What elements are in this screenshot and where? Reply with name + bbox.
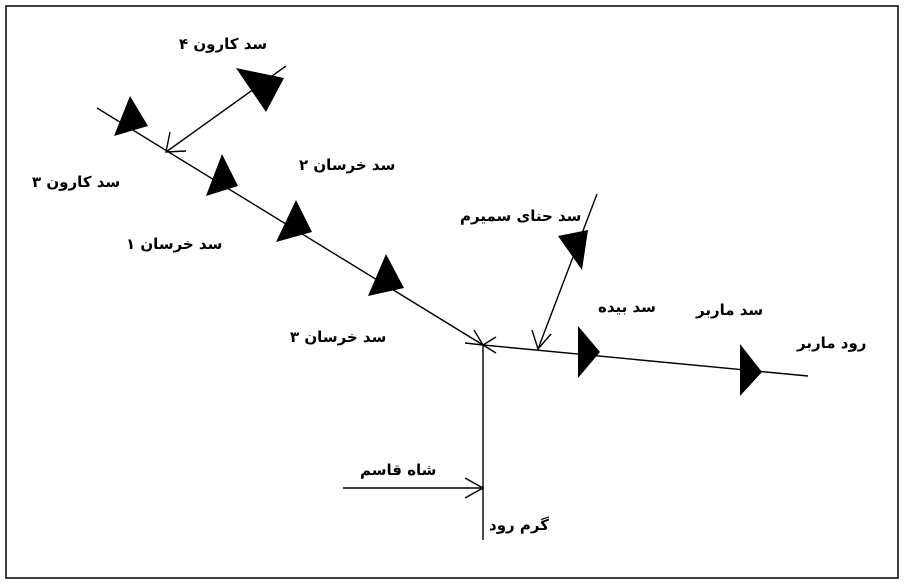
hana-semirom-tributary-line [537,193,598,350]
dam-khersan3-icon [368,254,404,296]
marbor-confluence-arrow [481,336,497,354]
label-bideh: سد بیده [598,298,656,316]
label-marbor-river: رود ماربر [796,334,866,352]
label-karun3: سد کارون ۳ [32,173,120,191]
dam-bideh-icon [578,326,600,378]
label-shah-ghasem: شاه قاسم [360,461,436,479]
dam-khersan1-icon [206,154,238,196]
label-marbor-dam: سد ماربر [695,301,763,319]
dam-karun4-icon [236,68,284,112]
label-khersan1: سد خرسان ۱ [126,235,222,253]
dam-hana-semirom-icon [558,230,588,270]
diagram-frame [5,5,899,579]
shah-ghasem-tributary-arrow [464,477,485,499]
label-khersan3: سد خرسان ۳ [290,328,386,346]
label-khersan2: سد خرسان ۲ [299,156,395,174]
dam-khersan2-icon [276,200,312,242]
label-karun4: سد کارون ۴ [179,35,267,53]
label-hana-semirom: سد حنای سمیرم [460,207,581,225]
dam-karun3-icon [114,96,148,136]
label-garm-rud: گرم رود [489,516,549,534]
karun4-tributary-arrow [165,131,187,153]
hana-semirom-tributary-arrow [531,329,552,351]
dam-marbor-icon [740,344,762,396]
